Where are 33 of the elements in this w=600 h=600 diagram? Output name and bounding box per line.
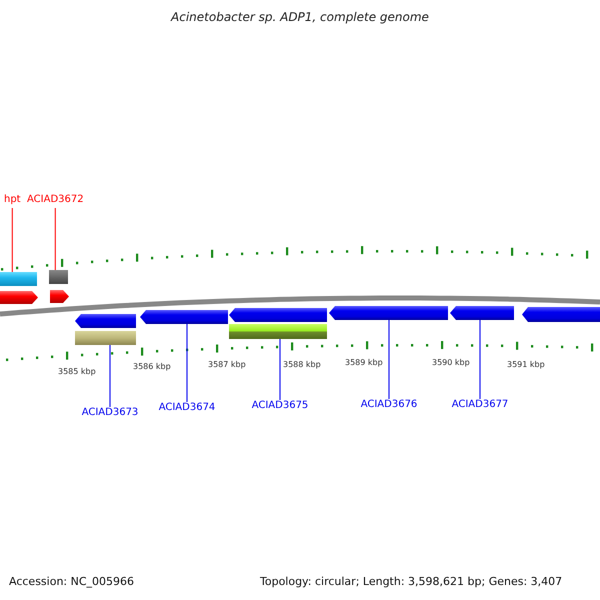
gene-feature xyxy=(522,307,600,322)
genome-info: Topology: circular; Length: 3,598,621 bp; Genes: 3,407 xyxy=(260,575,562,588)
title: Acinetobacter sp. ADP1, complete genome xyxy=(170,10,430,24)
gene-label: ACIAD3677 xyxy=(452,399,508,411)
gene-feature xyxy=(0,291,38,304)
gene-label: ACIAD3672 xyxy=(27,194,84,206)
gene-bar xyxy=(49,270,68,284)
gene-label: ACIAD3674 xyxy=(158,402,216,414)
gene-feature xyxy=(75,314,136,328)
gene-feature xyxy=(450,306,514,320)
gene-label: hpt xyxy=(4,194,21,206)
gene-feature xyxy=(140,310,228,324)
leader-line xyxy=(186,324,188,402)
gene-label: ACIAD3676 xyxy=(360,399,418,411)
position-label: 3588 kbp xyxy=(283,360,321,369)
gene-bar xyxy=(75,331,136,345)
position-label: 3589 kbp xyxy=(345,358,383,367)
gene-label: ACIAD3673 xyxy=(82,407,138,419)
leader-line xyxy=(54,208,56,270)
leader-line xyxy=(12,208,13,272)
position-label: 3591 kbp xyxy=(507,360,545,369)
genome-info: Accession: NC_005966 xyxy=(9,575,134,588)
gene-feature xyxy=(329,306,448,320)
gene-feature xyxy=(50,290,69,303)
position-label: 3585 kbp xyxy=(58,367,96,376)
gene-bar xyxy=(229,324,327,339)
position-label: 3587 kbp xyxy=(208,360,246,369)
gene-bar xyxy=(0,272,37,286)
position-label: 3586 kbp xyxy=(133,362,171,371)
leader-line xyxy=(388,320,390,400)
gene-feature xyxy=(229,308,327,322)
gene-label: ACIAD3675 xyxy=(252,400,308,412)
position-label: 3590 kbp xyxy=(432,358,470,367)
